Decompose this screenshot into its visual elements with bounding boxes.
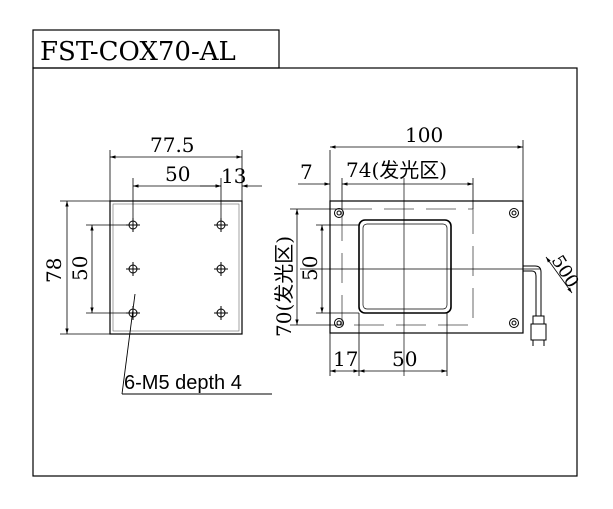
dim-emit-height: 70(发光区) <box>272 236 296 337</box>
dim-bottom-offset: 17 <box>333 347 358 371</box>
mounting-hole <box>126 262 140 276</box>
dim-left-hole-edge-x: 13 <box>221 164 246 188</box>
cable <box>523 265 547 346</box>
callout-leader <box>121 293 272 395</box>
dim-line-cable <box>545 256 573 294</box>
callout-hole-spec: 6-M5 depth 4 <box>124 372 242 394</box>
center-lines <box>300 178 540 376</box>
mounting-holes <box>126 218 228 320</box>
corner-hole <box>509 208 519 218</box>
right-body <box>329 200 524 334</box>
dim-left-height-total: 78 <box>42 258 66 283</box>
corner-hole <box>509 318 519 328</box>
dim-emit-offset: 7 <box>300 160 313 184</box>
dim-bottom-spacing: 50 <box>392 347 417 371</box>
drawing-title: FST-COX70-AL <box>40 37 236 67</box>
mounting-hole <box>214 306 228 320</box>
left-extension-lines <box>60 150 243 335</box>
emitting-window <box>358 219 452 314</box>
corner-holes <box>334 208 519 328</box>
right-view: 500 100 74(发光区) 7 70(发光区) 50 <box>272 123 583 376</box>
emitting-window-inner <box>362 223 448 310</box>
left-body-edge <box>112 203 240 332</box>
emitting-area-outline <box>341 208 474 326</box>
dim-emit-width: 74(发光区) <box>346 158 447 182</box>
title-box <box>32 29 280 69</box>
dim-left-hole-spacing-x: 50 <box>165 162 190 186</box>
dim-left-width-total: 77.5 <box>150 133 195 157</box>
left-body <box>109 200 243 335</box>
drawing-frame <box>32 67 578 477</box>
dim-inner-height: 50 <box>298 256 322 281</box>
dim-right-width-total: 100 <box>405 123 443 147</box>
dim-left-hole-spacing-y: 50 <box>68 256 92 281</box>
corner-hole <box>334 208 344 218</box>
left-view: 77.5 50 13 78 50 6-M5 depth 4 <box>42 133 272 395</box>
mounting-hole <box>214 262 228 276</box>
